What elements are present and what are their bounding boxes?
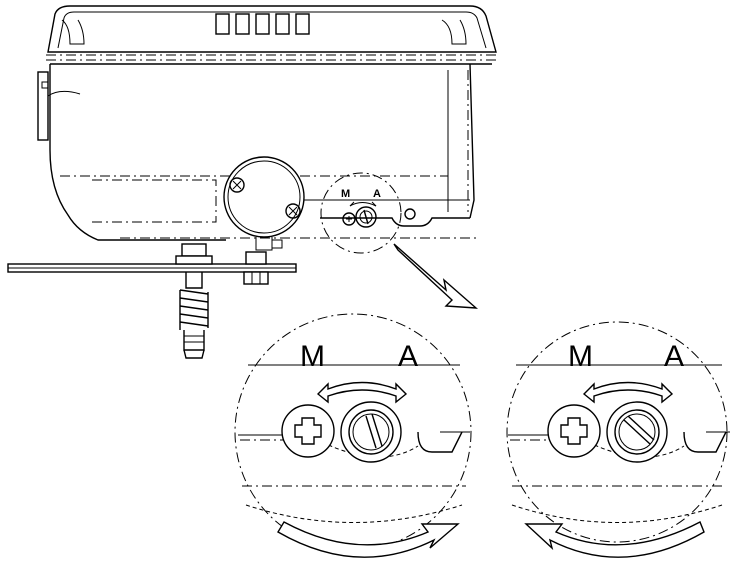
detail-pointer-arrow — [393, 243, 479, 309]
right-screw-phillips-icon — [547, 404, 601, 458]
detail-view-right: M A — [506, 321, 730, 558]
rotate-clockwise-icon — [277, 521, 460, 558]
right-selector-knob-icon — [606, 401, 668, 463]
left-rotation-indicator-icon — [316, 381, 408, 404]
right-manual-label: M — [568, 340, 593, 373]
connector-cover — [223, 156, 305, 251]
mounting-plate — [7, 243, 297, 359]
actuator-housing — [37, 5, 498, 241]
left-screw-phillips-icon — [281, 404, 335, 458]
left-selector-knob-icon — [340, 401, 402, 463]
detail-view-left: M A — [234, 313, 472, 558]
left-manual-label: M — [300, 340, 325, 373]
small-manual-label: M — [341, 188, 350, 200]
right-auto-label: A — [664, 340, 684, 373]
status-led-windows — [215, 13, 310, 35]
small-auto-label: A — [373, 188, 381, 200]
right-rotation-indicator-icon — [582, 381, 674, 404]
rotate-counterclockwise-icon — [524, 521, 705, 558]
left-auto-label: A — [398, 340, 418, 373]
selector-small: M A — [320, 172, 416, 254]
